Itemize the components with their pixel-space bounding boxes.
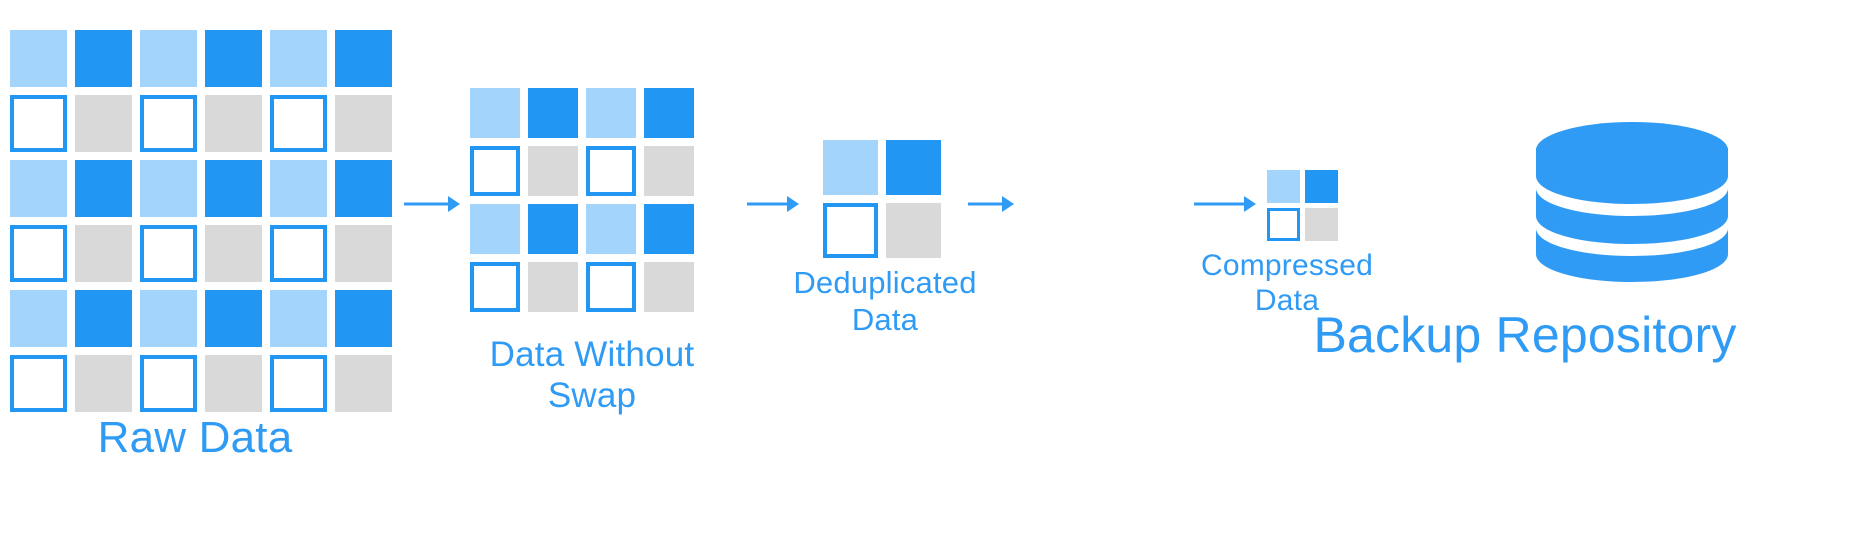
grid-cell-brightblue [528, 204, 578, 254]
grid-cell-gray [644, 146, 694, 196]
grid-cell-lightblue [10, 30, 67, 87]
grid-cell-gray [528, 262, 578, 312]
grid-cell-gray [335, 95, 392, 152]
grid-cell-outline [140, 95, 197, 152]
grid-cell-brightblue [335, 30, 392, 87]
grid-cell-outline [140, 225, 197, 282]
grid-cell-gray [644, 262, 694, 312]
grid-cell-gray [335, 225, 392, 282]
grid-cell-brightblue [1305, 170, 1338, 203]
compressed-data-label: Compressed Data [1200, 249, 1374, 318]
grid-cell-lightblue [470, 88, 520, 138]
grid-cell-outline [10, 355, 67, 412]
grid-cell-outline [823, 203, 878, 258]
grid-cell-outline-thin [1267, 208, 1300, 241]
grid-cell-brightblue [644, 88, 694, 138]
grid-cell-gray [205, 95, 262, 152]
grid-cell-lightblue [586, 204, 636, 254]
grid-cell-gray [335, 355, 392, 412]
grid-cell-lightblue [270, 160, 327, 217]
grid-cell-brightblue [75, 30, 132, 87]
grid-cell-brightblue [205, 290, 262, 347]
grid-cell-lightblue [470, 204, 520, 254]
grid-cell-outline [140, 355, 197, 412]
grid-cell-lightblue [270, 30, 327, 87]
grid-cell-gray [205, 225, 262, 282]
grid-cell-brightblue [528, 88, 578, 138]
data-without-swap-grid [470, 88, 694, 312]
raw-data-grid [10, 30, 392, 412]
grid-cell-outline [270, 355, 327, 412]
grid-cell-outline [10, 95, 67, 152]
raw-data-label: Raw Data [97, 413, 293, 462]
grid-cell-gray [1305, 208, 1338, 241]
grid-cell-brightblue [75, 160, 132, 217]
data-without-swap-label: Data Without Swap [489, 335, 695, 416]
grid-cell-outline [470, 262, 520, 312]
grid-cell-lightblue [1267, 170, 1300, 203]
grid-cell-outline [470, 146, 520, 196]
grid-cell-gray [75, 95, 132, 152]
grid-cell-lightblue [140, 290, 197, 347]
grid-cell-gray [528, 146, 578, 196]
compressed-data-grid [1267, 170, 1338, 241]
arrow-raw-to-without-swap [404, 196, 460, 212]
deduplicated-data-label: Deduplicated Data [793, 265, 977, 337]
grid-cell-outline [10, 225, 67, 282]
grid-cell-brightblue [644, 204, 694, 254]
grid-cell-gray [205, 355, 262, 412]
grid-cell-lightblue [140, 160, 197, 217]
grid-cell-lightblue [823, 140, 878, 195]
grid-cell-brightblue [335, 160, 392, 217]
arrow-deduplicated-to-compressed [968, 196, 1014, 212]
grid-cell-lightblue [10, 290, 67, 347]
grid-cell-lightblue [270, 290, 327, 347]
deduplicated-data-grid [823, 140, 941, 258]
backup-repository-label: Backup Repository [1313, 307, 1737, 363]
grid-cell-outline [586, 146, 636, 196]
grid-cell-outline [270, 95, 327, 152]
grid-cell-gray [75, 225, 132, 282]
grid-cell-brightblue [886, 140, 941, 195]
grid-cell-gray [886, 203, 941, 258]
database-cylinder-icon [1536, 122, 1728, 290]
grid-cell-lightblue [10, 160, 67, 217]
arrow-compressed-to-repository [1194, 196, 1256, 212]
grid-cell-lightblue [140, 30, 197, 87]
grid-cell-brightblue [205, 160, 262, 217]
grid-cell-brightblue [205, 30, 262, 87]
grid-cell-brightblue [335, 290, 392, 347]
grid-cell-outline [586, 262, 636, 312]
grid-cell-lightblue [586, 88, 636, 138]
grid-cell-outline [270, 225, 327, 282]
arrow-without-swap-to-deduplicated [747, 196, 799, 212]
grid-cell-gray [75, 355, 132, 412]
grid-cell-brightblue [75, 290, 132, 347]
